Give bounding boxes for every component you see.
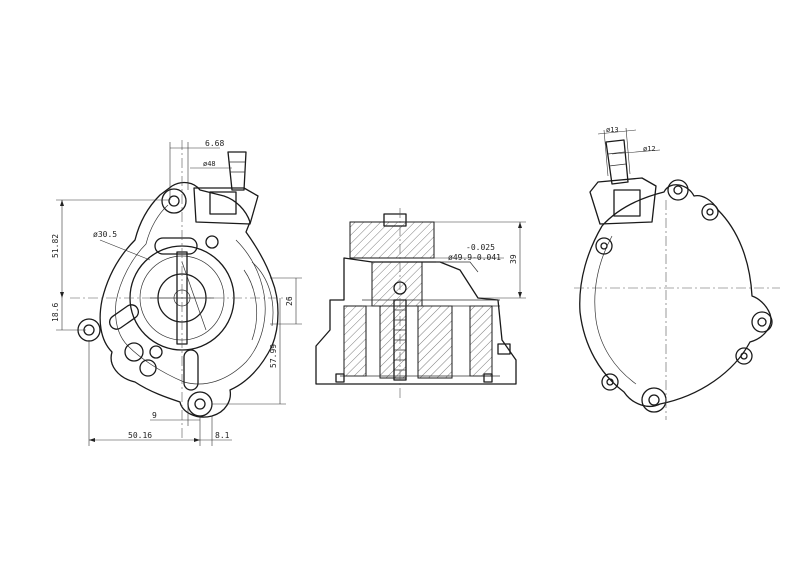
rear-bolt-3: [735, 347, 753, 365]
section-body: [315, 257, 517, 385]
section-dimensions: 39 -0.025 ø49.9-0.041: [404, 221, 526, 299]
dim-12: ø12: [643, 145, 656, 153]
lower-slot: [183, 349, 199, 391]
dim-30-5: ø30.5: [93, 230, 117, 239]
rear-bottom-ear-hole: [648, 394, 660, 406]
rear-bolt-4-hole: [606, 378, 614, 386]
front-housing-inner: [115, 204, 266, 385]
section-rotor-left: [379, 305, 407, 379]
section-plug: [497, 343, 511, 355]
section-view: [315, 208, 517, 400]
rear-bolt-2: [701, 203, 719, 221]
rear-view: [574, 139, 780, 420]
dim-39: 39: [509, 254, 518, 264]
front-dimensions: 6.68 ø48 ø30.5 51.82 18.6 26 57.99 9: [51, 139, 302, 446]
rear-bolt-2-hole: [706, 208, 714, 216]
rear-bolt-4: [601, 373, 619, 391]
dim-13: ø13: [606, 126, 619, 134]
nipple-ribs: [229, 161, 245, 173]
connector-body: [209, 191, 237, 215]
dim-50-16: 50.16: [128, 431, 152, 440]
dim-tol-upper: -0.025: [466, 243, 495, 252]
bottom-ear-hole: [194, 398, 206, 410]
bottom-ear: [187, 391, 213, 417]
front-view: [70, 140, 290, 440]
dim-57-99: 57.99: [269, 344, 278, 368]
rear-right-ear: [751, 311, 773, 333]
section-rotor-right: [417, 305, 453, 379]
section-left-wall: [343, 305, 367, 377]
rear-nipple: [605, 139, 629, 185]
hose-nipple: [227, 151, 247, 191]
rear-top-ear-hole: [673, 185, 683, 195]
valve-a: [124, 342, 144, 362]
section-spring: [436, 261, 479, 273]
rear-bolt-3-hole: [740, 352, 748, 360]
dim-51-82: 51.82: [51, 234, 60, 258]
front-housing-outline: [99, 181, 279, 418]
front-connector: [193, 187, 259, 225]
left-slot: [108, 304, 140, 330]
section-screw-right: [483, 373, 493, 383]
rear-nipple-ribs: [607, 151, 627, 167]
rear-housing-inner: [594, 235, 637, 385]
top-ear-hole: [168, 195, 180, 207]
rear-bottom-ear: [641, 387, 667, 413]
section-cap: [349, 221, 435, 259]
rear-bolt-1: [595, 237, 613, 255]
dim-6-68: 6.68: [205, 139, 224, 148]
top-ear: [161, 188, 187, 214]
rear-housing-outline: [579, 184, 772, 407]
rear-top-ear: [667, 179, 689, 201]
section-screw-left: [335, 373, 345, 383]
section-inner-lines: [340, 299, 500, 377]
dim-8-1: 8.1: [215, 431, 230, 440]
rear-connector: [589, 177, 657, 225]
upper-slot: [154, 237, 198, 255]
section-cap-screw: [383, 213, 407, 227]
rear-bolt-1-hole: [600, 242, 608, 250]
valve-b: [139, 359, 157, 377]
dim-18-6: 18.6: [51, 303, 60, 322]
dim-9: 9: [152, 411, 157, 420]
dim-48: ø48: [203, 160, 216, 168]
section-rotor-top: [371, 261, 423, 307]
rear-right-ear-hole: [757, 317, 767, 327]
right-bulge: [243, 261, 274, 341]
rear-dimensions: ø13 ø12: [597, 126, 661, 177]
upper-small-hole: [205, 235, 219, 249]
dim-49-9: ø49.9-0.041: [448, 253, 501, 262]
section-right-wall: [469, 305, 493, 377]
rear-connector-body: [613, 189, 641, 217]
valve-c: [149, 345, 163, 359]
dim-26: 26: [285, 296, 294, 306]
